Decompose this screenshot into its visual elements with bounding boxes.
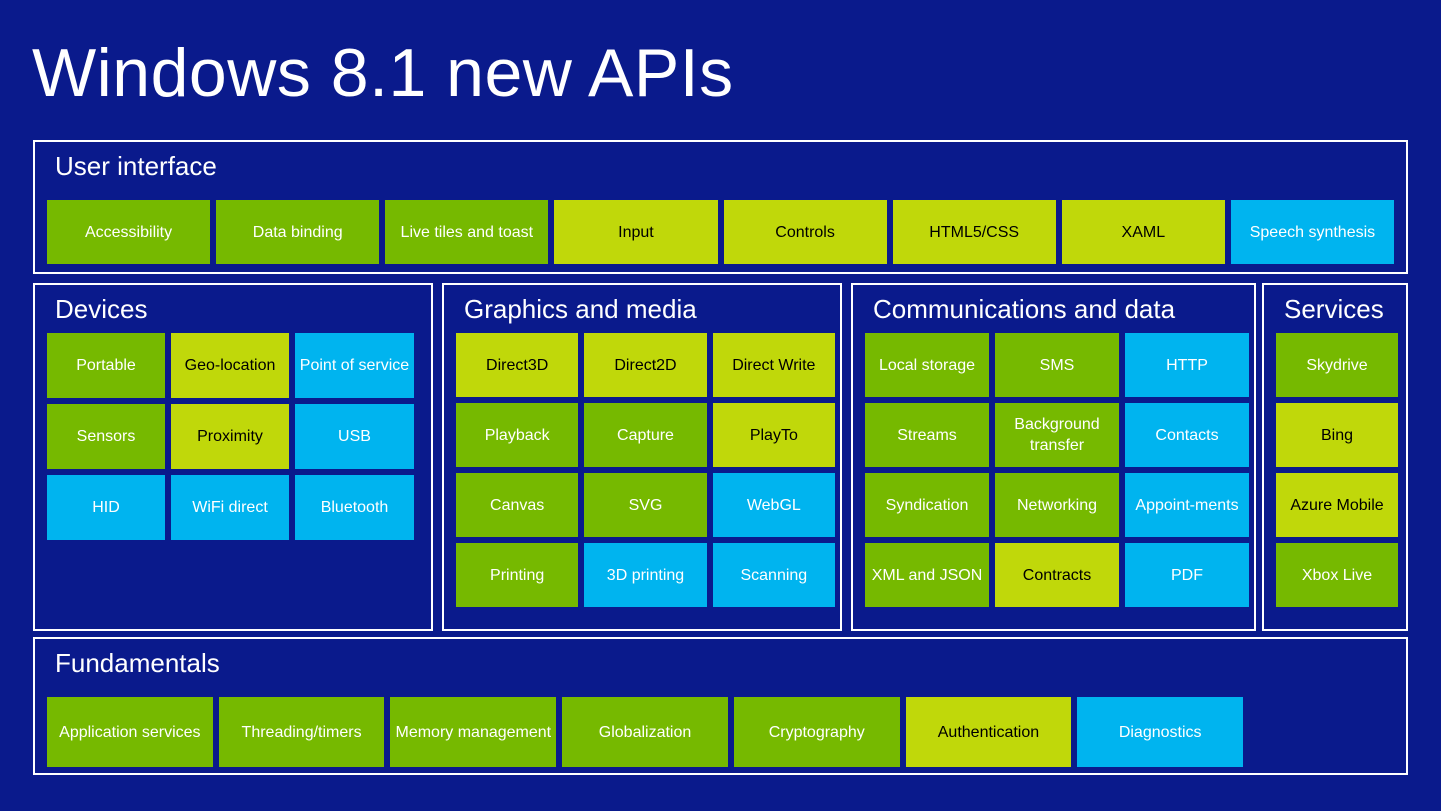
api-tile[interactable]: Printing bbox=[456, 543, 579, 607]
api-tile[interactable]: Bluetooth bbox=[295, 475, 414, 540]
api-tile[interactable]: Speech synthesis bbox=[1230, 200, 1394, 264]
api-tile[interactable]: HID bbox=[47, 475, 165, 540]
api-tile[interactable]: Streams bbox=[865, 403, 989, 467]
api-tile[interactable]: SMS bbox=[995, 333, 1119, 397]
api-tile[interactable]: Sensors bbox=[47, 404, 165, 469]
panel-title-user-interface: User interface bbox=[55, 151, 217, 181]
api-tile[interactable]: XAML bbox=[1061, 200, 1225, 264]
api-tile[interactable]: Xbox Live bbox=[1276, 543, 1398, 607]
api-tile[interactable]: Background transfer bbox=[995, 403, 1119, 467]
api-tile[interactable]: Input bbox=[554, 200, 718, 264]
api-tile[interactable]: Data binding bbox=[216, 200, 380, 264]
api-tile[interactable]: Proximity bbox=[171, 404, 289, 469]
api-tile[interactable]: Capture bbox=[584, 403, 707, 467]
api-tile[interactable]: Syndication bbox=[865, 473, 989, 537]
api-tile[interactable]: PDF bbox=[1125, 543, 1249, 607]
panel-title-fundamentals: Fundamentals bbox=[55, 648, 220, 678]
api-tile[interactable]: Globalization bbox=[562, 697, 728, 767]
api-tile[interactable]: 3D printing bbox=[584, 543, 707, 607]
api-tile[interactable]: Accessibility bbox=[47, 200, 211, 264]
api-tile[interactable]: Skydrive bbox=[1276, 333, 1398, 397]
api-tile[interactable]: HTML5/CSS bbox=[892, 200, 1056, 264]
api-tile[interactable]: Playback bbox=[456, 403, 579, 467]
api-tile[interactable]: Application services bbox=[47, 697, 213, 767]
api-tile[interactable]: WebGL bbox=[712, 473, 835, 537]
api-tile[interactable]: Direct3D bbox=[456, 333, 579, 397]
api-tile[interactable]: Networking bbox=[995, 473, 1119, 537]
api-tile[interactable]: Controls bbox=[723, 200, 887, 264]
panel-title-services: Services bbox=[1284, 294, 1384, 324]
api-tile[interactable]: Portable bbox=[47, 333, 165, 398]
api-tile[interactable]: Appoint-ments bbox=[1125, 473, 1249, 537]
api-tile[interactable]: Geo-location bbox=[171, 333, 289, 398]
api-tile[interactable]: Direct2D bbox=[584, 333, 707, 397]
api-tile[interactable]: Memory management bbox=[390, 697, 557, 767]
api-tile[interactable]: Cryptography bbox=[733, 697, 900, 767]
api-tile[interactable]: Authentication bbox=[905, 697, 1072, 767]
api-tile[interactable]: Contacts bbox=[1125, 403, 1249, 467]
api-tile[interactable]: Point of service bbox=[295, 333, 414, 398]
api-tile[interactable]: Azure Mobile bbox=[1276, 473, 1398, 537]
api-tile[interactable]: Threading/timers bbox=[218, 697, 385, 767]
api-tile[interactable]: PlayTo bbox=[712, 403, 835, 467]
api-tile[interactable]: Bing bbox=[1276, 403, 1398, 467]
api-tile[interactable]: XML and JSON bbox=[865, 543, 989, 607]
api-tile[interactable]: Live tiles and toast bbox=[385, 200, 549, 264]
api-tile[interactable]: SVG bbox=[584, 473, 707, 537]
api-tile[interactable]: Scanning bbox=[712, 543, 835, 607]
page-title: Windows 8.1 new APIs bbox=[32, 35, 734, 111]
api-tile[interactable]: Contracts bbox=[995, 543, 1119, 607]
panel-title-devices: Devices bbox=[55, 294, 148, 324]
panel-title-graphics-and-media: Graphics and media bbox=[464, 294, 697, 324]
api-tile[interactable]: Diagnostics bbox=[1077, 697, 1244, 767]
api-tile[interactable]: Local storage bbox=[865, 333, 989, 397]
api-tile[interactable]: WiFi direct bbox=[171, 475, 289, 540]
api-tile[interactable]: HTTP bbox=[1125, 333, 1249, 397]
api-tile[interactable]: USB bbox=[295, 404, 414, 469]
panel-title-communications-and-data: Communications and data bbox=[873, 294, 1176, 324]
api-tile[interactable]: Direct Write bbox=[712, 333, 835, 397]
api-tile[interactable]: Canvas bbox=[456, 473, 579, 537]
